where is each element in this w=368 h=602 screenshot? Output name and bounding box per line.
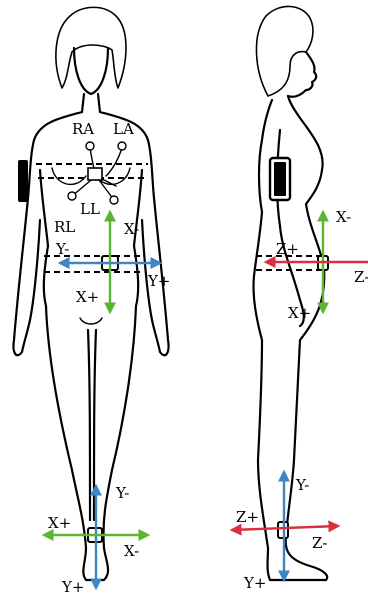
electrode-la (118, 142, 126, 150)
side-face (288, 52, 316, 97)
front-hair (56, 7, 126, 88)
ecg-module (88, 168, 102, 180)
label-front-ankle-y-minus: Y- (115, 484, 129, 502)
label-la: LA (113, 120, 134, 138)
side-waist-axes (266, 212, 368, 312)
label-side-waist-x-minus: X- (336, 208, 351, 226)
label-front-waist-x-plus: X+ (76, 288, 99, 306)
label-side-waist-z-minus: Z- (354, 268, 368, 286)
label-front-waist-y-plus: Y+ (147, 272, 170, 290)
label-side-ankle-y-minus: Y- (295, 476, 309, 494)
label-side-waist-z-plus: Z+ (276, 240, 299, 258)
label-side-ankle-y-plus: Y+ (243, 574, 266, 592)
electrode-rl (68, 192, 76, 200)
label-side-ankle-z-plus: Z+ (236, 508, 259, 526)
label-ra: RA (72, 120, 94, 138)
front-arms (13, 198, 168, 355)
front-face (74, 48, 108, 94)
label-front-waist-y-minus: Y- (55, 240, 69, 258)
front-ankle-axes (44, 486, 148, 588)
side-hair (256, 6, 313, 96)
label-front-ankle-x-minus: X- (124, 542, 139, 560)
label-front-ankle-y-plus: Y+ (61, 578, 84, 596)
label-front-waist-x-minus: X- (124, 220, 139, 238)
side-ankle-axes (232, 472, 338, 580)
side-figure (253, 6, 328, 580)
label-rl: RL (54, 218, 75, 236)
label-side-ankle-z-minus: Z- (312, 534, 328, 552)
electrode-ra (86, 142, 94, 150)
label-front-ankle-x-plus: X+ (48, 514, 71, 532)
label-side-waist-x-plus: X+ (288, 304, 311, 322)
label-ll: LL (80, 200, 100, 218)
electrode-ll (110, 196, 118, 204)
front-armband (18, 160, 28, 202)
